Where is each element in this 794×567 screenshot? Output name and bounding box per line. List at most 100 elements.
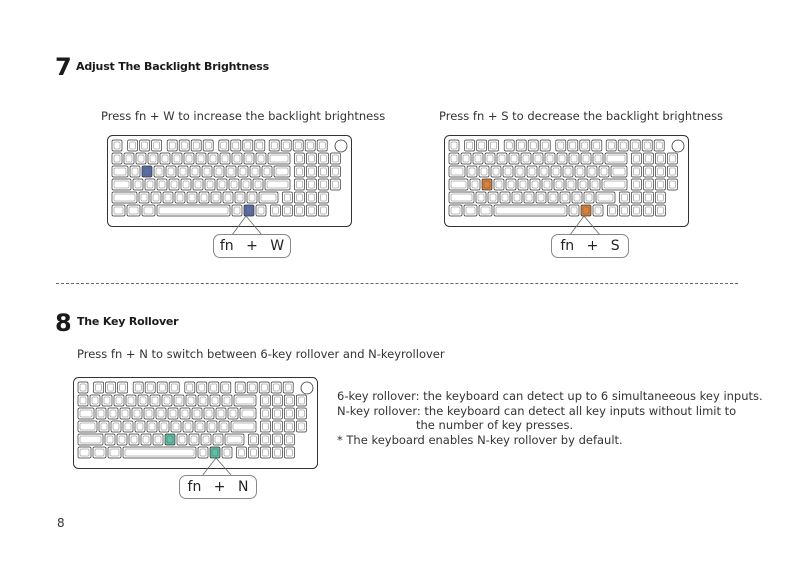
keycap [144,178,156,191]
keycap [146,420,158,433]
keycap [194,420,206,433]
keycap [282,191,293,204]
keycap [156,381,168,394]
keycap [147,152,159,165]
keycap [294,204,305,217]
desc-6-key-rollover: 6-key rollover: the keyboard can detect … [337,389,763,403]
keycap [111,191,138,204]
keycap [589,178,601,191]
keycap [601,178,628,191]
keycap [123,152,135,165]
keycap [208,381,220,394]
keycap [200,433,212,446]
keycap [487,191,499,204]
keycap [643,191,654,204]
keycap [284,433,295,446]
keycap [143,407,155,420]
keycap [523,191,535,204]
keycap [264,178,291,191]
keycap [538,165,550,178]
keycap [591,139,603,152]
keycap [93,381,104,394]
keycap [631,178,642,191]
keycap [113,394,125,407]
keyboard-diagram-increase [107,135,352,227]
keycap [294,152,305,165]
keycap [493,178,505,191]
keycap [619,191,630,204]
keycap [132,381,144,394]
keycap [132,178,144,191]
keycap [460,152,472,165]
keycap [478,204,493,217]
keycap [610,165,628,178]
keycap [260,394,271,407]
keycap [111,204,126,217]
keycap [306,204,317,217]
keycap [168,381,180,394]
keycap [284,420,295,433]
keycap [183,152,195,165]
keycap [272,446,283,459]
keycap [150,191,162,204]
keycap [296,407,307,420]
keycap [448,165,466,178]
keycap [282,204,293,217]
keycap [198,191,210,204]
keycap [122,446,197,459]
keycap [224,433,245,446]
keycap [167,407,179,420]
keycap [562,165,574,178]
keyboard-diagram-rollover [73,377,318,469]
keycap [330,178,341,191]
keycap [125,394,137,407]
highlighted-keycap [209,446,221,459]
keycap [294,191,305,204]
keycap [107,446,122,459]
keycap [207,152,219,165]
keycap [206,420,218,433]
keycap [643,178,654,191]
keycap [306,178,317,191]
keycap [92,446,107,459]
combo-plus: + [586,238,599,254]
keycap [318,178,329,191]
keycap [556,152,568,165]
keycap [517,178,529,191]
keycap [547,191,559,204]
keycap [469,178,481,191]
keycap [577,178,589,191]
keycap [221,394,233,407]
keycap [218,420,230,433]
keycap [448,191,475,204]
section-8-title: The Key Rollover [77,315,179,328]
highlighted-keycap [580,204,592,217]
keycap [248,433,259,446]
keycap [580,152,592,165]
combo-plus: + [246,238,258,254]
keycap [176,433,188,446]
keycap [255,152,267,165]
keycap [330,152,341,165]
keycap [98,420,110,433]
keycap [177,165,189,178]
keycap [186,191,198,204]
keycap [237,165,249,178]
keycap [258,381,270,394]
combo-key-w: W [270,238,285,254]
keycap [268,139,280,152]
keycap [294,165,305,178]
keycap [180,178,192,191]
keycap [77,420,98,433]
keycap [140,433,152,446]
keycap [258,191,279,204]
keycap [464,139,475,152]
keycap [158,420,170,433]
keycap [156,204,231,217]
keycap [110,420,122,433]
keycap [490,165,502,178]
keycap [185,394,197,407]
keycap [260,433,271,446]
combo-fn-n: fn + N [179,475,257,499]
keycap [619,204,630,217]
